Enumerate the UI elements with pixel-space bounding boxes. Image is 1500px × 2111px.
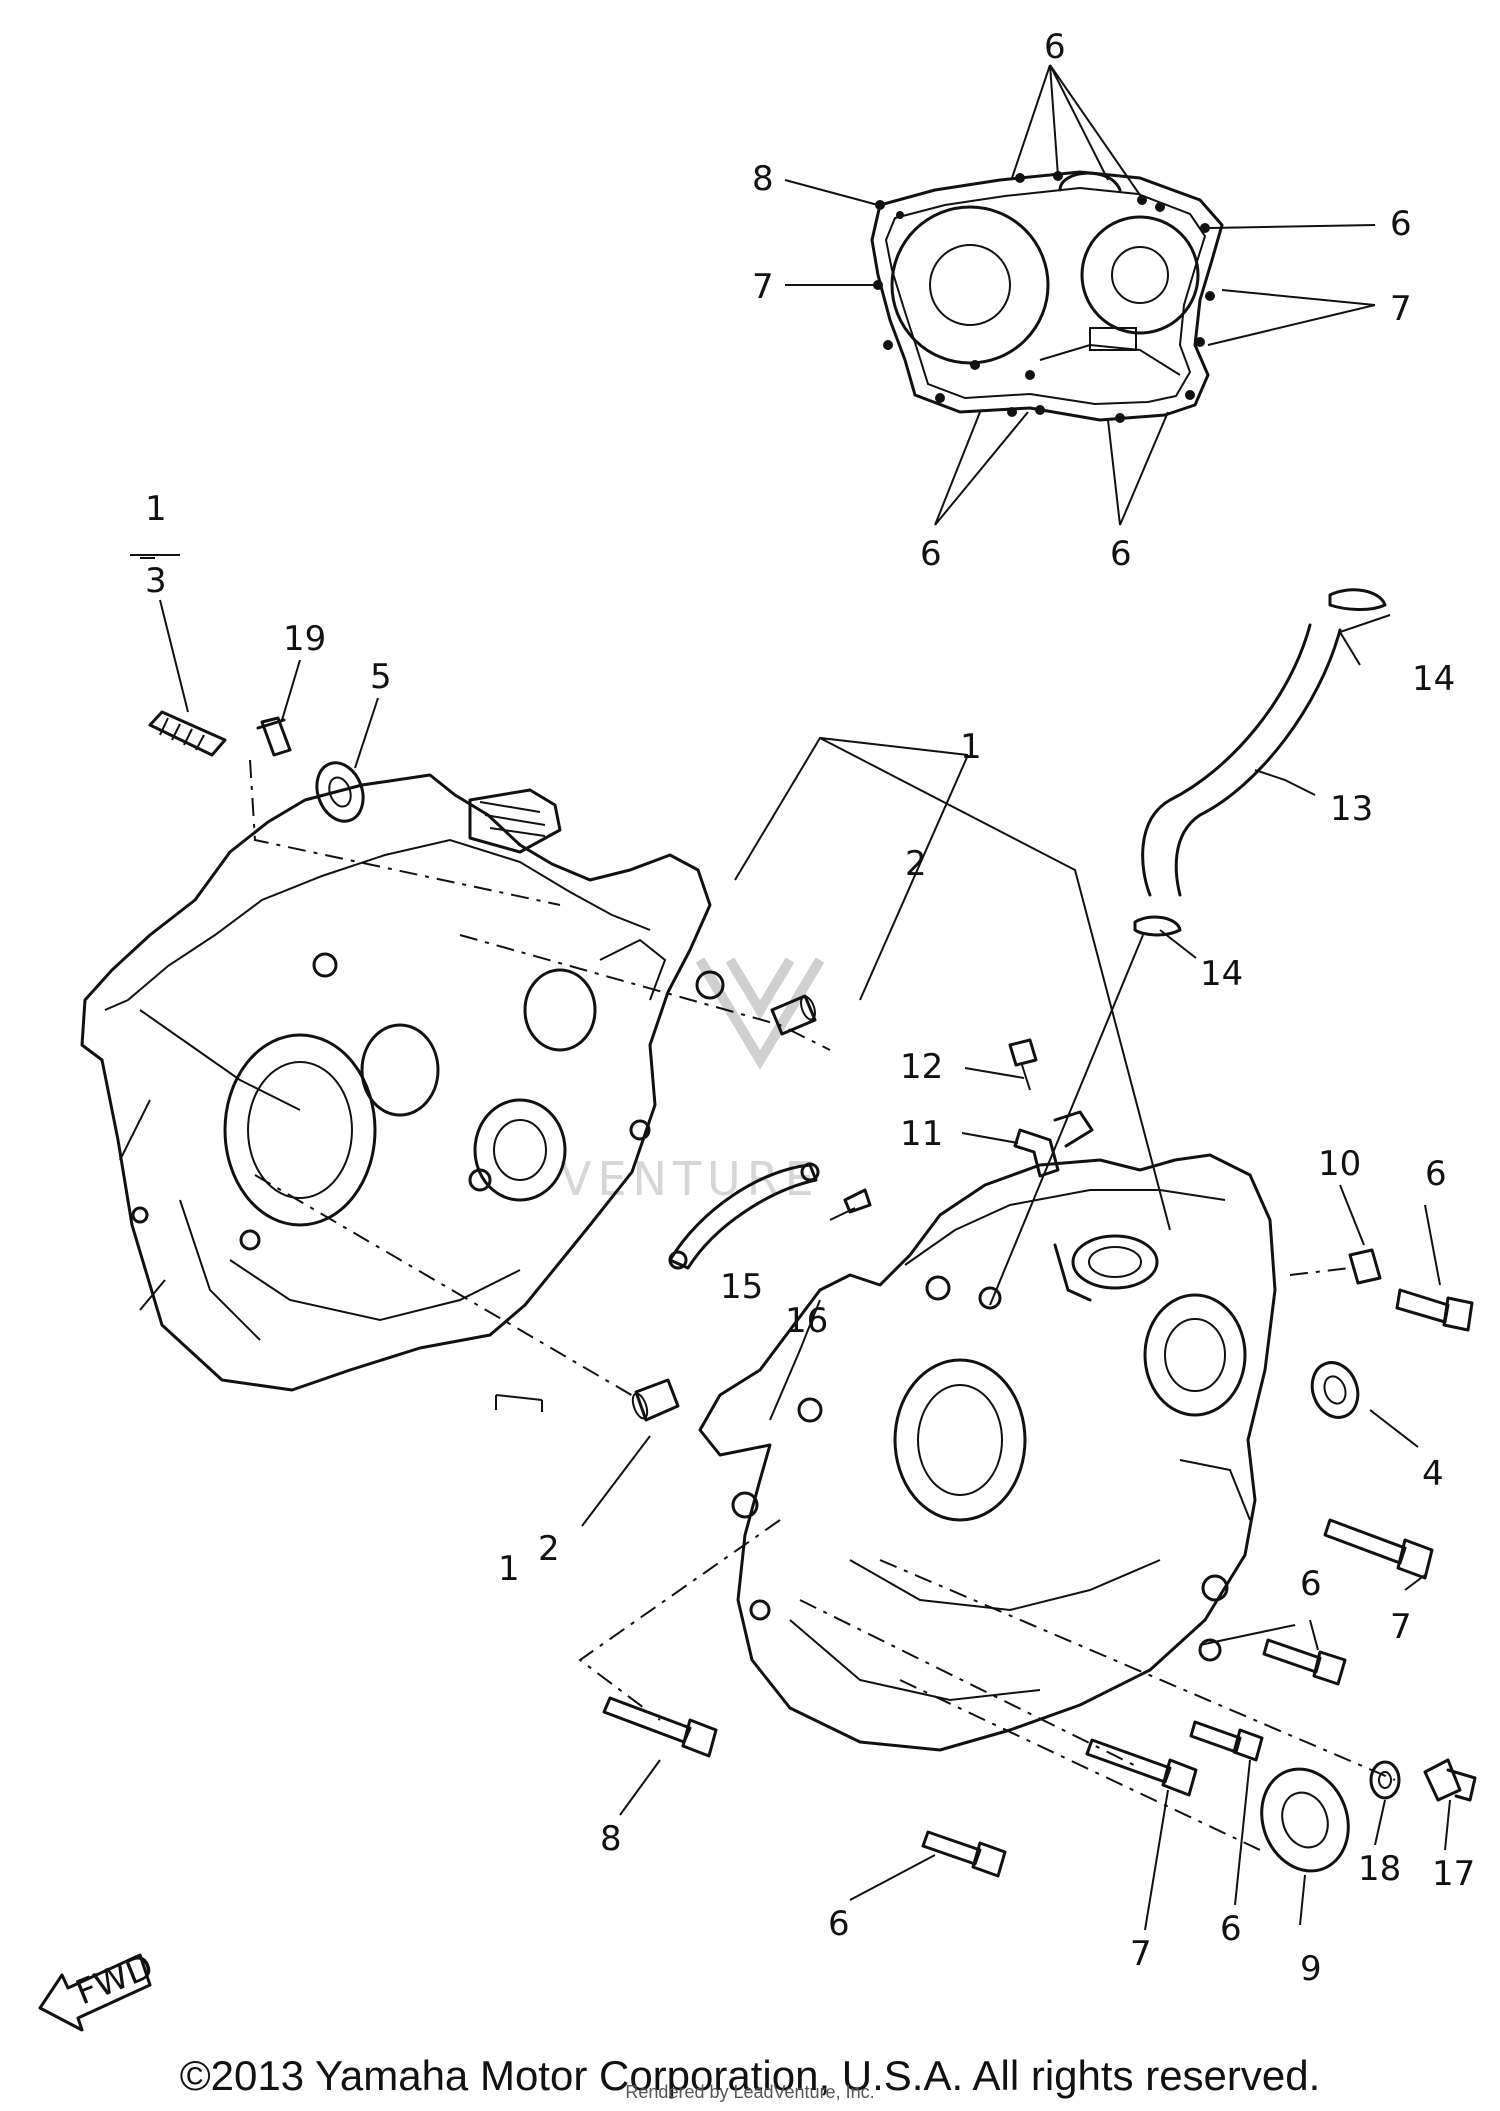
callout-label: 2 [905, 844, 927, 884]
crankcase-gasket [870, 170, 1224, 423]
callout-labels: 6 8 6 7 7 6 6 1 3 19 5 14 13 1 2 14 12 1… [145, 27, 1475, 1989]
callout-label: 2 [538, 1529, 560, 1569]
callout-label: 6 [1110, 534, 1132, 574]
callout-label: 6 [1390, 204, 1412, 244]
callout-label: 14 [1412, 659, 1455, 699]
callout-label: 6 [1425, 1154, 1447, 1194]
watermark: VENTURE [560, 957, 825, 1206]
callout-label: 8 [600, 1819, 622, 1859]
callout-label: 16 [785, 1301, 828, 1341]
callout-label: 11 [900, 1114, 943, 1154]
callout-label: 1 [498, 1549, 520, 1589]
callout-label: 15 [720, 1267, 763, 1307]
fwd-label: FWD [70, 1947, 159, 2014]
callout-label: 6 [920, 534, 942, 574]
left-crankcase [80, 773, 725, 1392]
leader-lines [130, 554, 1451, 1931]
callout-label: 5 [370, 657, 392, 697]
gasket-leaders [784, 64, 1376, 526]
callout-label: 8 [752, 159, 774, 199]
forward-direction-arrow: FWD [38, 1947, 159, 2032]
right-crankcase [698, 1153, 1277, 1752]
callout-label: 12 [900, 1047, 943, 1087]
loose-parts [148, 588, 1477, 1878]
callout-label: 14 [1200, 954, 1243, 994]
callout-label: 19 [283, 619, 326, 659]
callout-label: 17 [1432, 1854, 1475, 1894]
callout-label: 7 [1390, 289, 1412, 329]
callout-label: 7 [1390, 1607, 1412, 1647]
render-credit: Rendered by LeadVenture, Inc. [625, 2082, 875, 2102]
callout-label: 13 [1330, 789, 1373, 829]
callout-label: 6 [1220, 1909, 1242, 1949]
callout-label: 18 [1358, 1849, 1401, 1889]
callout-label: 7 [752, 267, 774, 307]
callout-label: 10 [1318, 1144, 1361, 1184]
callout-label: 1 [145, 489, 167, 529]
callout-label: 6 [828, 1904, 850, 1944]
callout-label: 7 [1130, 1934, 1152, 1974]
callout-label: 9 [1300, 1949, 1322, 1989]
callout-label: 3 [145, 561, 167, 601]
callout-label: 1 [960, 727, 982, 767]
callout-label: 6 [1300, 1564, 1322, 1604]
callout-label: 4 [1422, 1454, 1444, 1494]
copyright-notice: ©2013 Yamaha Motor Corporation, U.S.A. A… [179, 2052, 1321, 2099]
watermark-text: VENTURE [560, 1152, 820, 1206]
callout-label: 6 [1044, 27, 1066, 67]
